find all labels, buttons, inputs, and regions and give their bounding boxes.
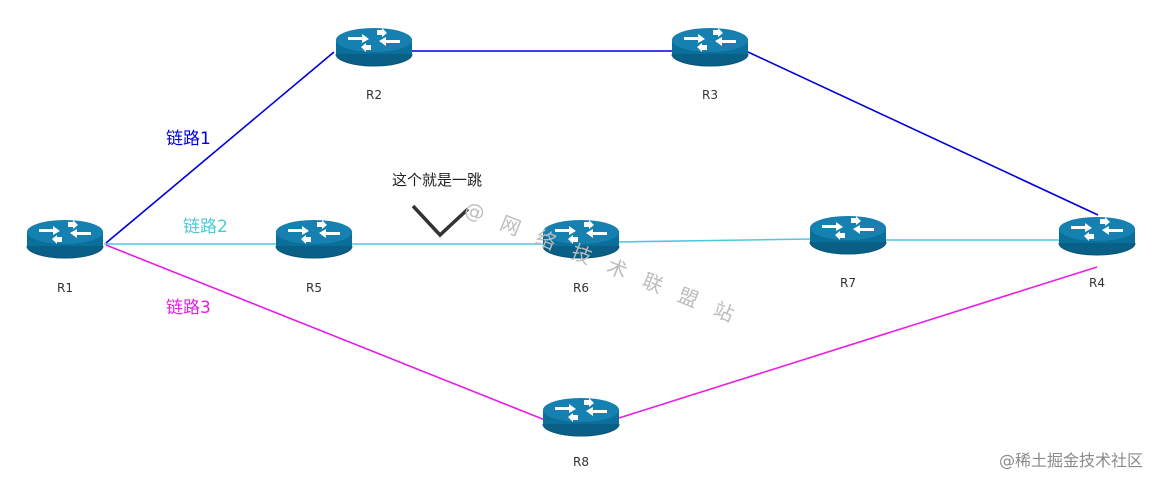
router-r2: R2: [335, 27, 413, 102]
link-1-path: [105, 50, 1099, 244]
router-label: R7: [840, 276, 856, 290]
router-label: R1: [57, 281, 73, 295]
router-label: R5: [306, 281, 322, 295]
link-1-label: 链路1: [166, 129, 211, 149]
router-label: R4: [1089, 276, 1105, 290]
router-icon: [671, 27, 749, 67]
router-r1: R1: [26, 219, 104, 295]
router-label: R2: [366, 88, 382, 102]
router-label: R8: [573, 455, 589, 469]
router-r4: R4: [1058, 216, 1136, 290]
router-r7: R7: [809, 215, 887, 290]
hop-marker-icon: [411, 204, 470, 238]
router-r8: R8: [542, 397, 620, 469]
router-icon: [1058, 216, 1136, 256]
router-icon: [275, 219, 353, 259]
router-label: R3: [702, 88, 718, 102]
link-3-label: 链路3: [166, 298, 211, 318]
router-icon: [542, 397, 620, 437]
router-label: R6: [573, 281, 589, 295]
source-credit: @稀土掘金技术社区: [999, 451, 1143, 470]
router-r5: R5: [275, 219, 353, 295]
router-icon: [26, 219, 104, 259]
router-icon: [809, 215, 887, 255]
hop-annotation: 这个就是一跳: [392, 171, 482, 189]
router-r3: R3: [671, 27, 749, 102]
watermark: @ 网 络 技 术 联 盟 站: [461, 196, 743, 329]
link-2-path: [104, 238, 1060, 245]
link-2-label: 链路2: [183, 217, 228, 237]
router-r6: R6: [542, 219, 620, 295]
router-icon: [335, 27, 413, 67]
link-3-path: [105, 244, 1098, 421]
